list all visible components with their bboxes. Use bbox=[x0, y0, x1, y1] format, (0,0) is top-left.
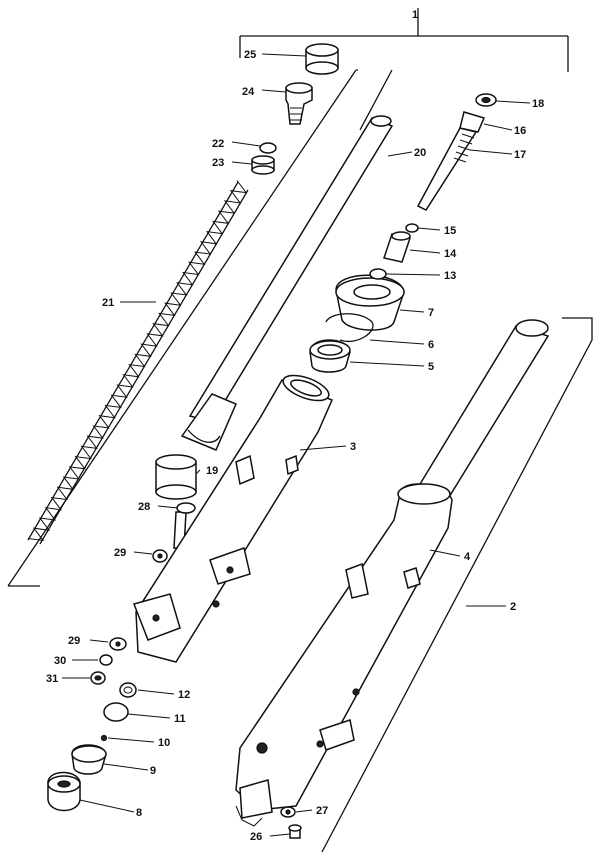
callout-19: 19 bbox=[206, 465, 218, 477]
fork-spring bbox=[27, 180, 249, 545]
callout-29-upper: 29 bbox=[114, 547, 126, 559]
washer-30 bbox=[99, 654, 113, 666]
callout-8: 8 bbox=[136, 807, 142, 819]
top-cap-25 bbox=[305, 43, 339, 75]
callout-23: 23 bbox=[212, 157, 224, 169]
damper-piston bbox=[155, 454, 197, 500]
callout-27: 27 bbox=[316, 805, 328, 817]
inner-parts-outline bbox=[7, 69, 393, 587]
nut-31 bbox=[90, 671, 106, 685]
o-ring-22 bbox=[259, 142, 277, 154]
callout-18: 18 bbox=[532, 98, 544, 110]
dust-seal bbox=[335, 274, 405, 331]
part-10 bbox=[100, 734, 108, 742]
drain-bolt-26 bbox=[288, 824, 302, 839]
callout-16: 16 bbox=[514, 125, 526, 137]
part-8 bbox=[47, 771, 81, 812]
callout-6: 6 bbox=[428, 339, 434, 351]
callout-labels: 25 24 22 23 21 20 18 16 17 15 14 13 7 6 … bbox=[46, 9, 544, 843]
callout-15: 15 bbox=[444, 225, 456, 237]
part-11 bbox=[103, 702, 129, 722]
cap-bolt-24 bbox=[285, 82, 313, 125]
callout-14: 14 bbox=[444, 248, 457, 260]
callout-25: 25 bbox=[244, 49, 256, 61]
callout-11: 11 bbox=[174, 713, 186, 725]
callout-13: 13 bbox=[444, 270, 456, 282]
cap-18 bbox=[475, 93, 497, 107]
washer-27 bbox=[280, 806, 296, 818]
callout-30: 30 bbox=[54, 655, 66, 667]
callout-2: 2 bbox=[510, 601, 516, 613]
callout-26: 26 bbox=[250, 831, 262, 843]
callout-20: 20 bbox=[414, 147, 426, 159]
callout-21: 21 bbox=[102, 297, 114, 309]
collar-14 bbox=[383, 231, 411, 263]
callout-28: 28 bbox=[138, 501, 150, 513]
callout-17: 17 bbox=[514, 149, 526, 161]
callout-22: 22 bbox=[212, 138, 224, 150]
callout-1: 1 bbox=[412, 9, 418, 21]
part-9 bbox=[71, 744, 107, 775]
callout-29-lower: 29 bbox=[68, 635, 80, 647]
callout-24: 24 bbox=[242, 86, 255, 98]
washer-29-lower bbox=[109, 637, 127, 651]
callout-31: 31 bbox=[46, 673, 58, 685]
assembly-bracket-1 bbox=[239, 8, 569, 72]
callout-4: 4 bbox=[464, 551, 471, 563]
right-outer-tube bbox=[235, 483, 453, 827]
callout-3: 3 bbox=[350, 441, 356, 453]
ring-15 bbox=[405, 223, 419, 233]
left-outer-tube bbox=[133, 374, 333, 663]
callout-9: 9 bbox=[150, 765, 156, 777]
callout-12: 12 bbox=[178, 689, 190, 701]
o-ring-13 bbox=[369, 268, 387, 280]
part-12 bbox=[119, 682, 137, 698]
leader-lines bbox=[62, 53, 531, 837]
spacer-23 bbox=[251, 155, 275, 175]
callout-7: 7 bbox=[428, 307, 434, 319]
callout-5: 5 bbox=[428, 361, 434, 373]
adjuster-rod bbox=[416, 111, 486, 211]
oil-seal bbox=[309, 339, 351, 373]
retaining-ring bbox=[325, 313, 374, 343]
callout-10: 10 bbox=[158, 737, 170, 749]
damper-rod bbox=[180, 115, 394, 451]
outer-tube-outline bbox=[321, 317, 593, 853]
washer-29-upper bbox=[152, 549, 168, 563]
